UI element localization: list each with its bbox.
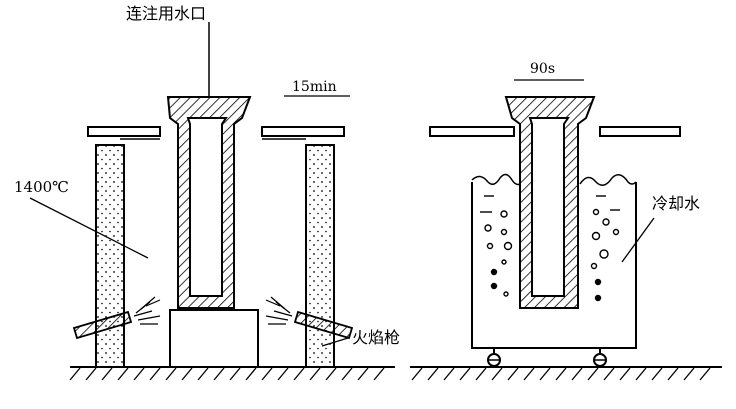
ground-left (69, 366, 395, 381)
top-bar-left (429, 126, 515, 137)
torch-leader (321, 337, 349, 347)
support-block (169, 309, 259, 368)
top-bar-right (599, 126, 681, 137)
torch-right (265, 296, 354, 340)
nozzle-right (504, 96, 596, 309)
temperature-leader (29, 197, 149, 259)
tank-wheel-left (487, 348, 501, 367)
water-leader (621, 217, 655, 263)
bubbles-right (590, 195, 620, 302)
ground-right (410, 366, 722, 381)
torch-label: 火焰枪 (352, 328, 401, 347)
tank-wheel-right (593, 348, 607, 367)
torch-left (72, 296, 161, 340)
preheat-time-label: 15min (292, 79, 337, 95)
nozzle-left (166, 22, 252, 309)
nozzle-label: 连注用水口 (126, 4, 207, 23)
water-tank (471, 173, 637, 349)
right-scene-quench-tank (410, 79, 722, 381)
left-scene-preheat-furnace (29, 22, 395, 381)
temperature-label: 1400℃ (14, 178, 69, 196)
bubbles-left (480, 195, 513, 297)
cooling-water-label: 冷却水 (652, 194, 701, 213)
quench-time-label: 90s (530, 61, 555, 77)
